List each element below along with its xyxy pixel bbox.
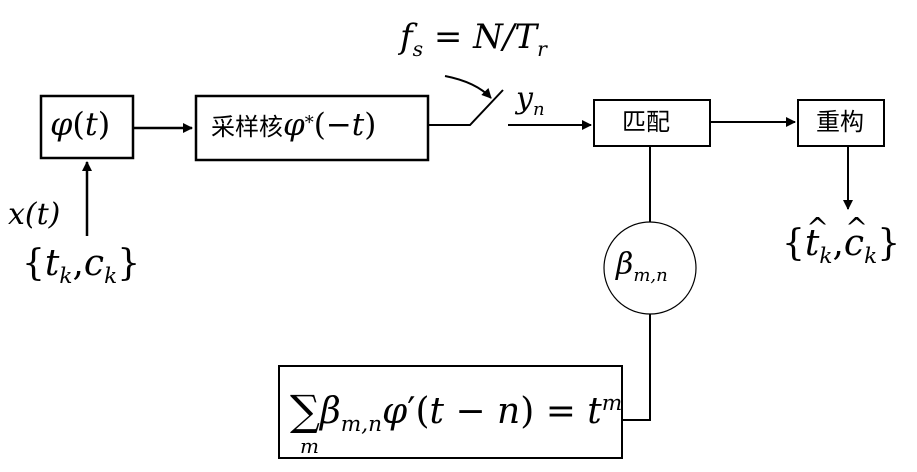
phi-block-label: φ(t) xyxy=(50,105,111,143)
samples-label: yn xyxy=(516,81,545,120)
match-block xyxy=(593,99,711,147)
equation-sum-subscript: m xyxy=(300,434,319,458)
sampling-kernel-block xyxy=(194,94,430,162)
input-params-label: {tk,ck} xyxy=(22,243,141,290)
reconstruct-block xyxy=(797,99,885,147)
output-params-label: {tk,ck} xyxy=(782,215,900,268)
equation-block xyxy=(278,365,623,459)
match-label: 匹配 xyxy=(622,108,670,136)
kernel-output-line xyxy=(428,89,504,126)
beta-to-equation-line xyxy=(622,314,651,421)
sampler-rotation-arrow xyxy=(444,75,492,99)
input-signal-label: x(t) xyxy=(8,197,61,232)
phi-block xyxy=(39,94,135,160)
reconstruct-label: 重构 xyxy=(816,108,864,136)
sample-rate-label: fs = N/Tr xyxy=(400,17,547,61)
beta-node-label: βm,n xyxy=(616,247,668,286)
sampling-kernel-label: 采样核φ*(−t) xyxy=(211,107,377,143)
equation-label: ∑βm,nφ′(t − n) = tm xyxy=(290,386,623,438)
